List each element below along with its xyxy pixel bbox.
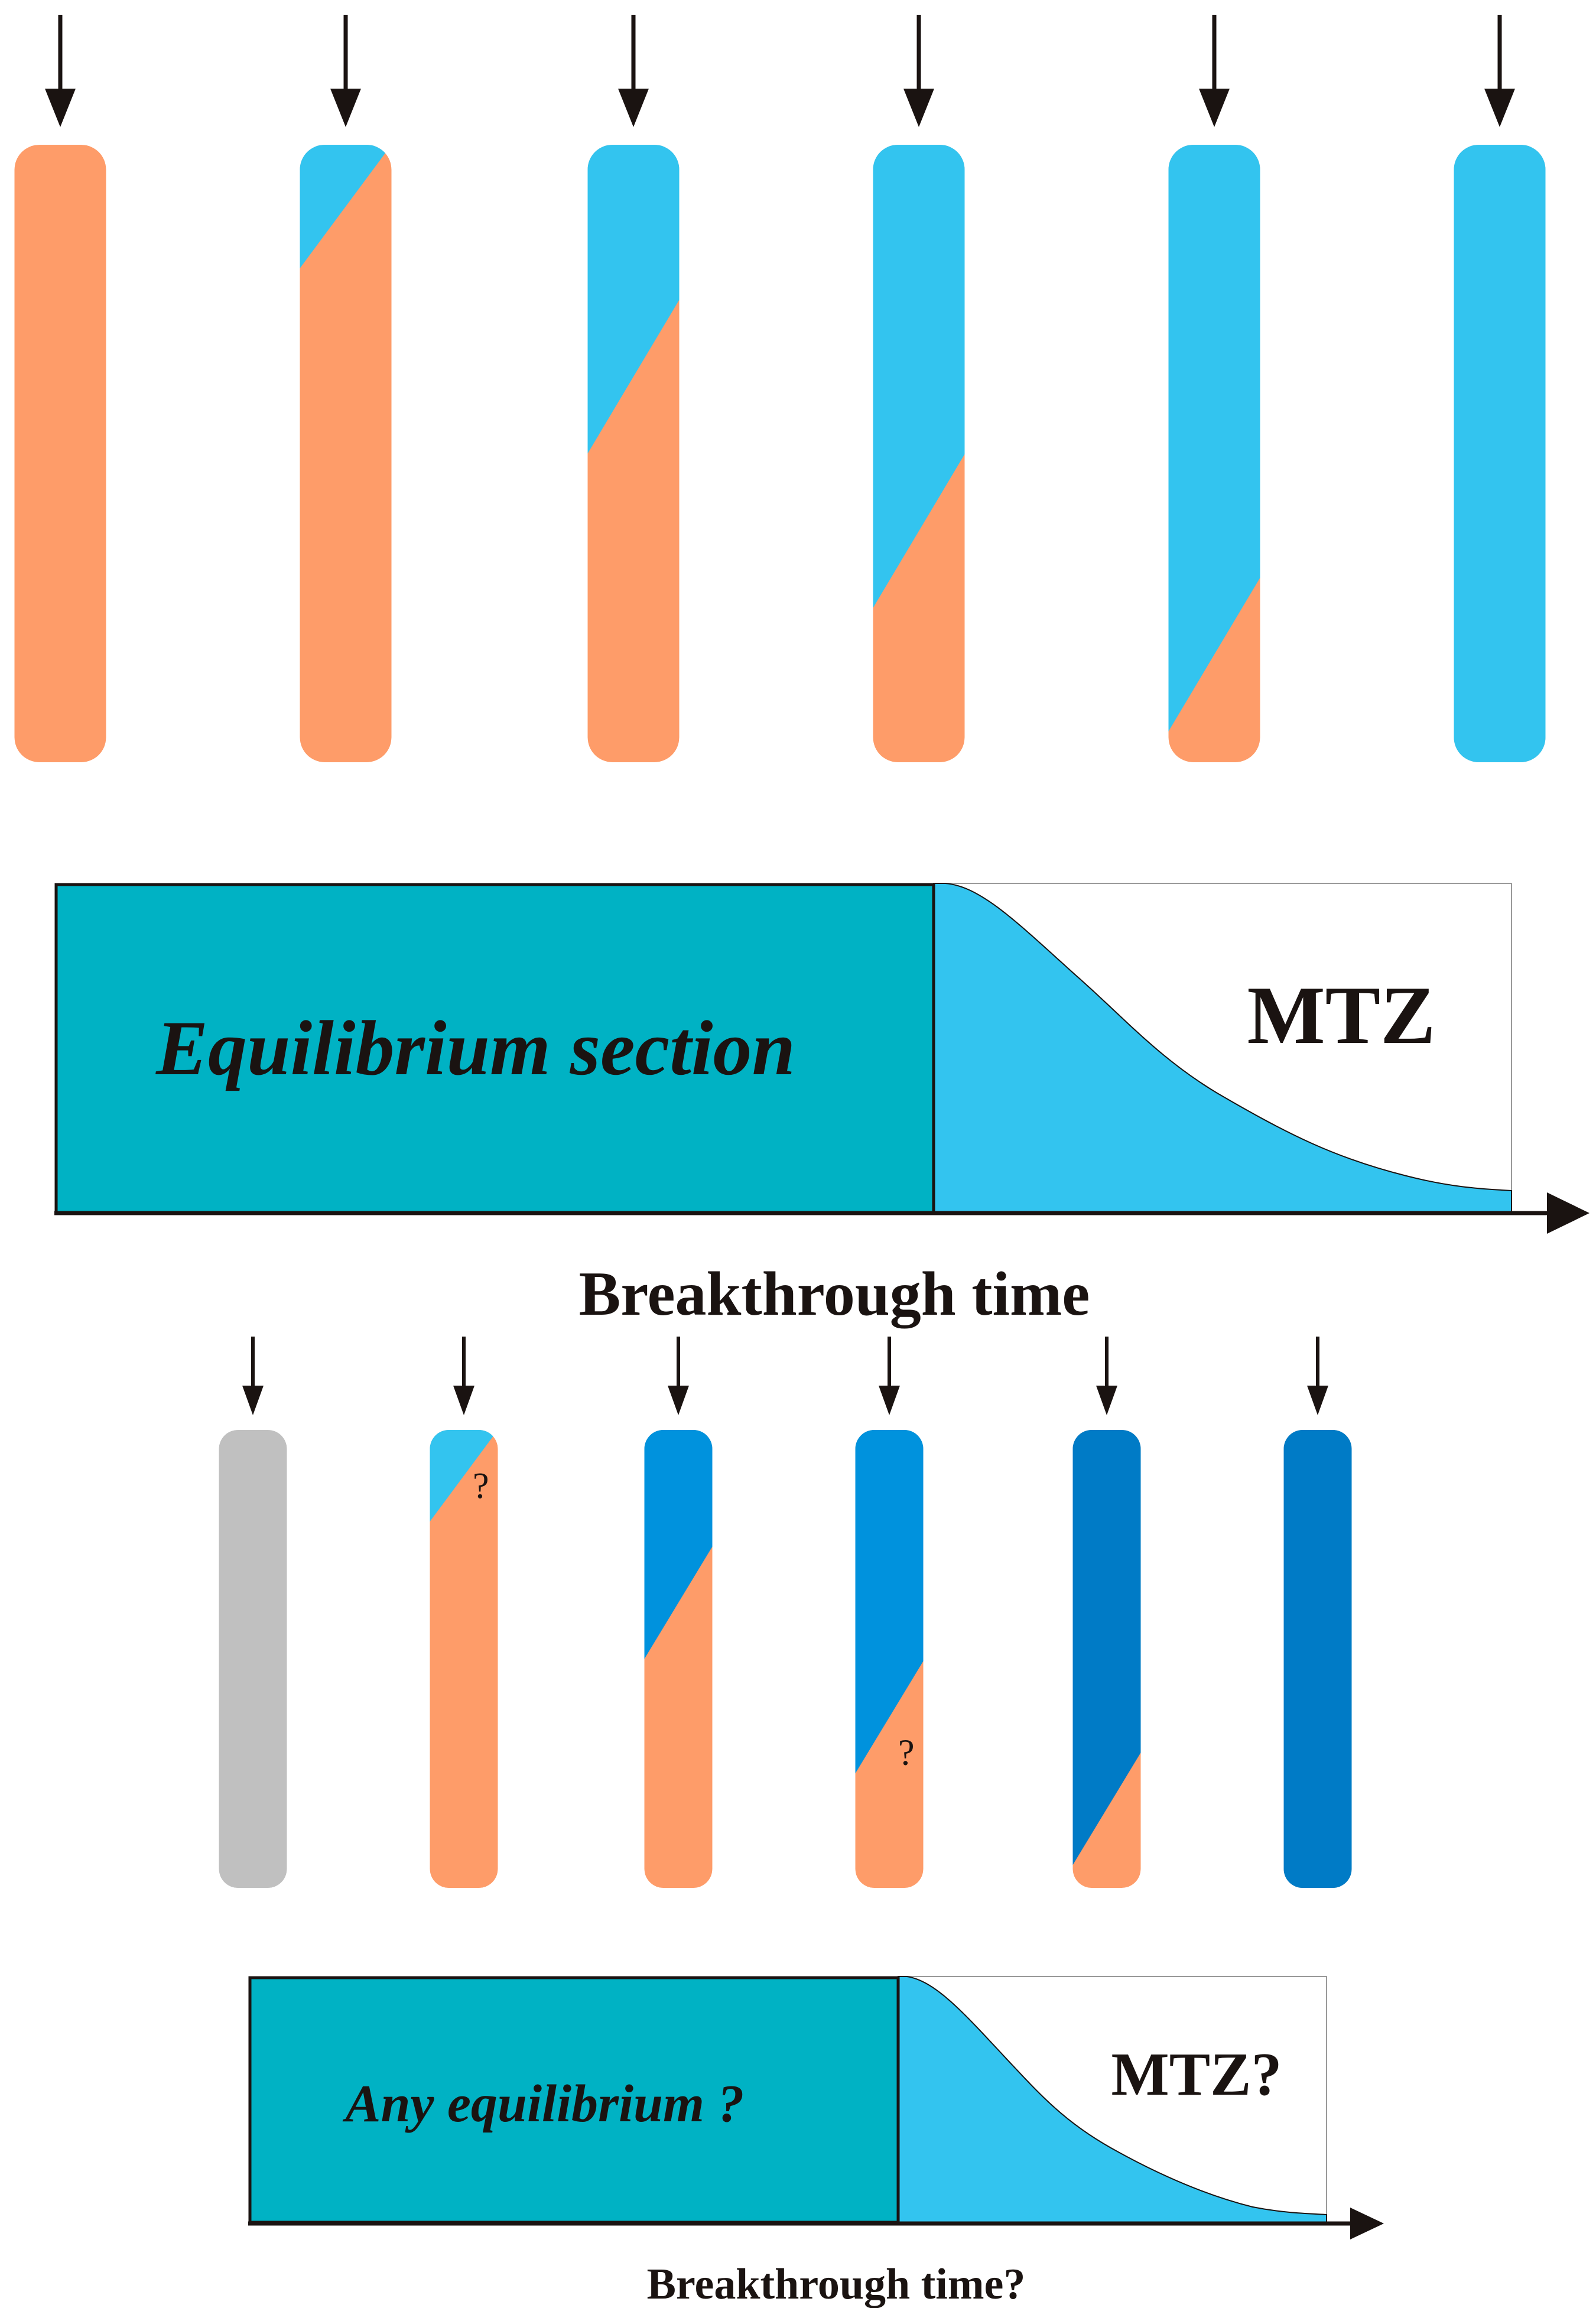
top-column-3 bbox=[587, 15, 680, 762]
bottom-column-1 bbox=[219, 1337, 287, 1888]
top-equilibrium-label: Equilibrium section bbox=[155, 1005, 795, 1091]
bottom-column-6 bbox=[1283, 1337, 1352, 1888]
top-column-4 bbox=[873, 15, 965, 762]
bottom-column-2-saturated bbox=[430, 1430, 498, 1522]
bottom-column-3 bbox=[644, 1337, 713, 1888]
top-axis-arrowhead bbox=[1547, 1192, 1590, 1234]
bottom-column-4: ? bbox=[855, 1337, 924, 1888]
top-breakthrough-panel: Equilibrium section MTZ Breakthrough tim… bbox=[54, 883, 1590, 1328]
top-feed-arrowhead-5 bbox=[1199, 89, 1230, 127]
top-column-row bbox=[14, 15, 1546, 762]
bottom-question-mark-4: ? bbox=[898, 1732, 915, 1773]
bottom-mtz-curve bbox=[898, 1976, 1327, 2225]
top-column-1 bbox=[14, 15, 106, 762]
bottom-column-5-saturated bbox=[1072, 1430, 1141, 1865]
bottom-column-5 bbox=[1072, 1337, 1141, 1888]
bottom-column-row: ?? bbox=[219, 1337, 1352, 1888]
top-column-5 bbox=[1168, 15, 1260, 762]
bottom-mtz-label: MTZ? bbox=[1111, 2040, 1282, 2108]
top-mtz-label: MTZ bbox=[1247, 970, 1436, 1061]
top-feed-arrowhead-1 bbox=[45, 89, 76, 127]
bottom-column-4-saturated bbox=[855, 1430, 924, 1774]
bottom-column-6-saturated bbox=[1283, 1430, 1352, 1888]
bottom-feed-arrowhead-3 bbox=[668, 1386, 689, 1415]
top-equilibrium-section bbox=[54, 883, 935, 1214]
top-column-2-base bbox=[300, 145, 392, 762]
top-column-1-base bbox=[14, 145, 106, 762]
bottom-equilibrium-section bbox=[248, 1976, 900, 2224]
bottom-axis-label: Breakthrough time? bbox=[647, 2260, 1026, 2308]
top-mtz-curve bbox=[933, 883, 1512, 1213]
bottom-feed-arrowhead-1 bbox=[242, 1386, 264, 1415]
bottom-column-2: ? bbox=[430, 1337, 498, 1888]
top-column-6-saturated bbox=[1454, 145, 1546, 762]
bottom-breakthrough-panel: Any equilibrium ? MTZ? Breakthrough time… bbox=[248, 1976, 1384, 2308]
bottom-feed-arrowhead-4 bbox=[879, 1386, 900, 1415]
bottom-feed-arrowhead-6 bbox=[1307, 1386, 1328, 1415]
bottom-feed-arrowhead-5 bbox=[1096, 1386, 1117, 1415]
bottom-column-1-base bbox=[219, 1430, 287, 1888]
top-feed-arrowhead-3 bbox=[618, 89, 649, 127]
top-column-2-saturated bbox=[300, 145, 392, 268]
bottom-column-2-base bbox=[430, 1430, 498, 1888]
top-column-6 bbox=[1454, 15, 1546, 762]
top-column-5-saturated bbox=[1168, 145, 1260, 732]
bottom-equilibrium-label: Any equilibrium ? bbox=[342, 2075, 744, 2133]
top-column-4-saturated bbox=[873, 145, 965, 608]
top-column-3-saturated bbox=[587, 145, 680, 454]
top-feed-arrowhead-6 bbox=[1484, 89, 1515, 127]
top-column-2 bbox=[300, 15, 392, 762]
bottom-axis-arrowhead bbox=[1350, 2208, 1384, 2239]
top-axis-label: Breakthrough time bbox=[579, 1259, 1090, 1328]
bottom-column-3-saturated bbox=[644, 1430, 713, 1659]
top-feed-arrowhead-4 bbox=[903, 89, 934, 127]
bottom-question-mark-2: ? bbox=[473, 1466, 489, 1506]
top-feed-arrowhead-2 bbox=[330, 89, 361, 127]
bottom-feed-arrowhead-2 bbox=[453, 1386, 474, 1415]
